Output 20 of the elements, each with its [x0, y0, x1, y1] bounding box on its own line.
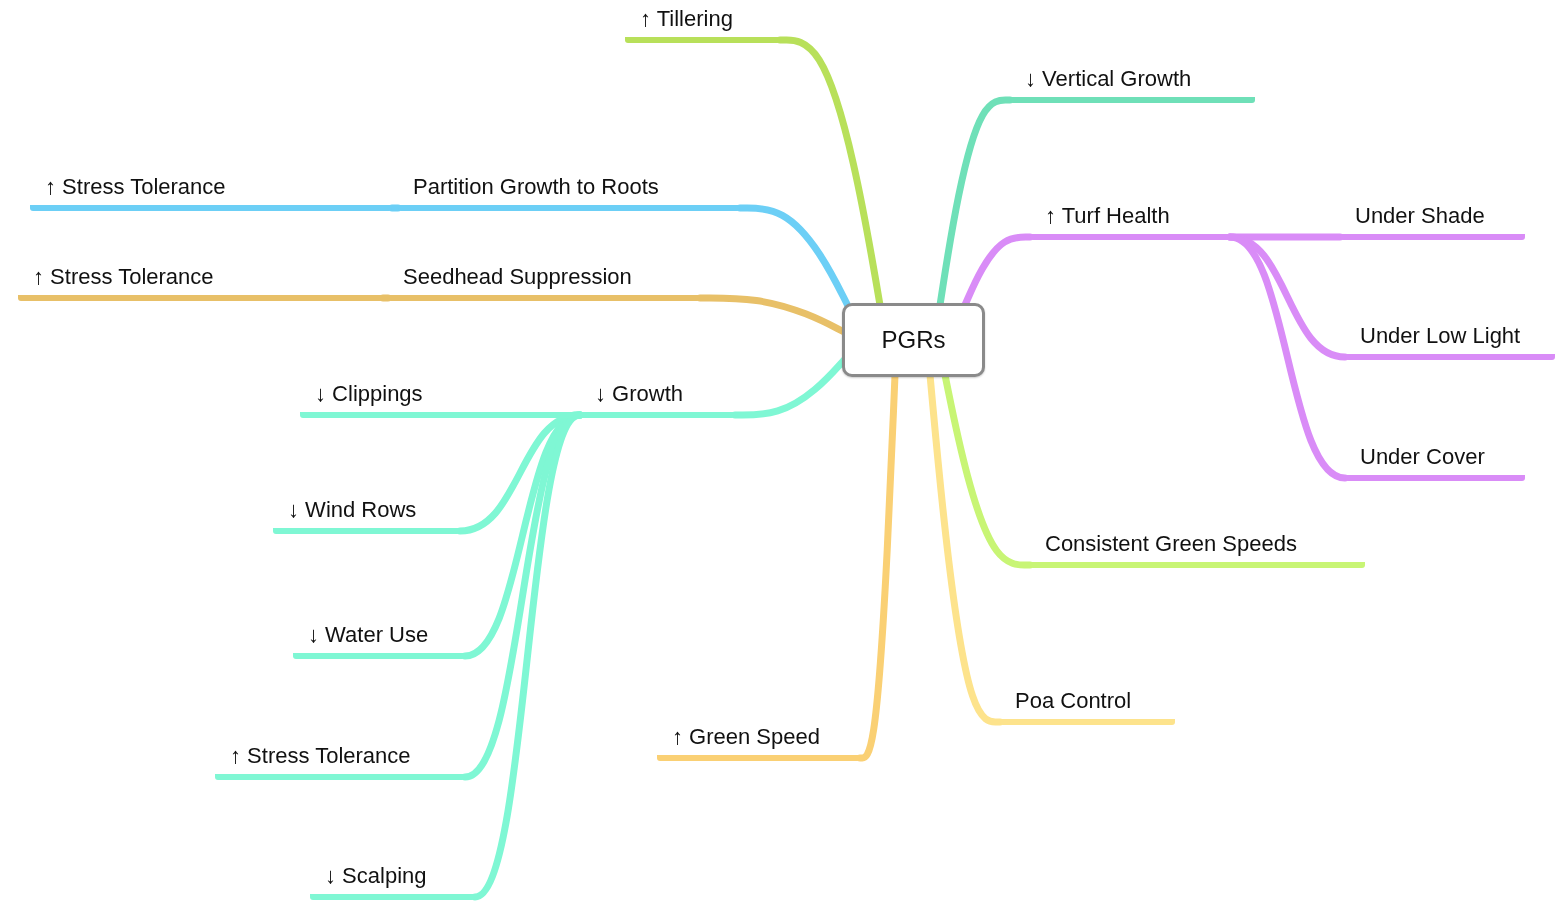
branch-topic: Poa Control	[1000, 686, 1175, 725]
branch-topic: Under Shade	[1340, 201, 1525, 240]
central-topic-box: PGRs	[842, 303, 985, 377]
branch-topic: ↓ Vertical Growth	[1010, 64, 1255, 103]
branch-topic: ↑ Turf Health	[1030, 201, 1230, 240]
branch-topic: ↓ Growth	[580, 379, 735, 418]
branch-topic: ↓ Water Use	[293, 620, 465, 659]
branch-topic: Partition Growth to Roots	[398, 172, 740, 211]
branch-topic: ↓ Scalping	[310, 861, 475, 900]
branch-topic: ↓ Clippings	[300, 379, 574, 418]
branch-topic: Under Low Light	[1345, 321, 1555, 360]
branch-topic: Under Cover	[1345, 442, 1525, 481]
branch-topic: ↑ Stress Tolerance	[18, 262, 383, 301]
branch-topic: ↑ Tillering	[625, 4, 780, 43]
branch-topic: Consistent Green Speeds	[1030, 529, 1365, 568]
branch-topic: ↓ Wind Rows	[273, 495, 460, 534]
branch-topic: ↑ Stress Tolerance	[215, 741, 465, 780]
branch-topic: ↑ Green Speed	[657, 722, 860, 761]
branch-topic: Seedhead Suppression	[388, 262, 700, 301]
branch-topic: ↑ Stress Tolerance	[30, 172, 392, 211]
